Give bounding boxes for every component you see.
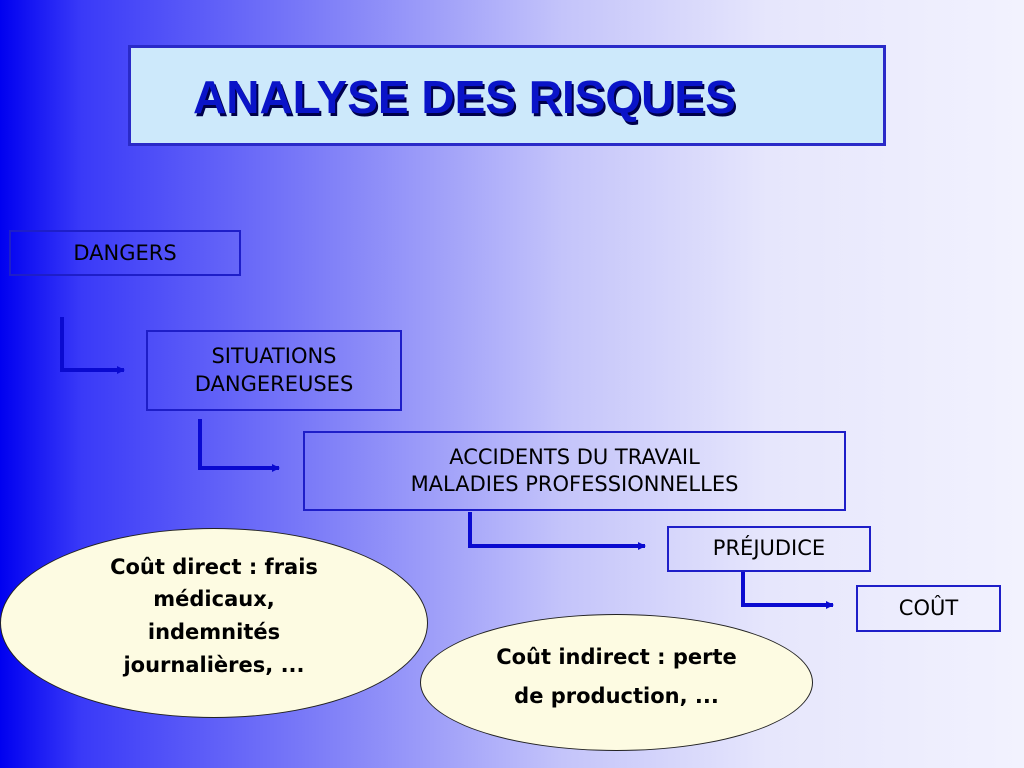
- step-accidents-line1: ACCIDENTS DU TRAVAIL: [449, 444, 700, 469]
- step-dangers: DANGERS: [9, 230, 241, 276]
- note-direct-line4: journalières, ...: [123, 652, 305, 677]
- title-box: ANALYSE DES RISQUES: [128, 45, 886, 146]
- step-dangers-label: DANGERS: [73, 241, 177, 265]
- note-direct-line3: indemnités: [147, 620, 281, 644]
- step-cout-label: COÛT: [898, 595, 959, 620]
- step-cout: COÛT: [856, 585, 1001, 632]
- step-prejudice: PRÉJUDICE: [667, 526, 871, 572]
- note-indirect-line2: de production, ...: [514, 683, 719, 708]
- note-indirect-line1: Coût indirect : perte: [496, 644, 737, 669]
- note-direct-cost: Coût direct : frais médicaux, indemnités…: [0, 528, 428, 718]
- slide-title: ANALYSE DES RISQUES: [193, 71, 736, 123]
- step-accidents: ACCIDENTS DU TRAVAIL MALADIES PROFESSION…: [303, 431, 846, 511]
- step-prejudice-label: PRÉJUDICE: [712, 536, 826, 561]
- step-situations-line2: DANGEREUSES: [194, 371, 354, 396]
- note-indirect-cost: Coût indirect : perte de production, ...: [420, 614, 813, 751]
- note-direct-line2: médicaux,: [153, 587, 275, 612]
- arrow-situations-to-accidents: [198, 419, 280, 472]
- step-accidents-line2: MALADIES PROFESSIONNELLES: [410, 472, 739, 496]
- step-situations-line1: SITUATIONS: [211, 344, 337, 369]
- note-direct-line1: Coût direct : frais: [110, 554, 318, 579]
- arrow-accidents-to-prejudice: [468, 512, 646, 550]
- arrow-prejudice-to-cout: [741, 572, 834, 609]
- step-situations: SITUATIONS DANGEREUSES: [146, 330, 402, 411]
- arrow-dangers-to-situations: [60, 317, 125, 374]
